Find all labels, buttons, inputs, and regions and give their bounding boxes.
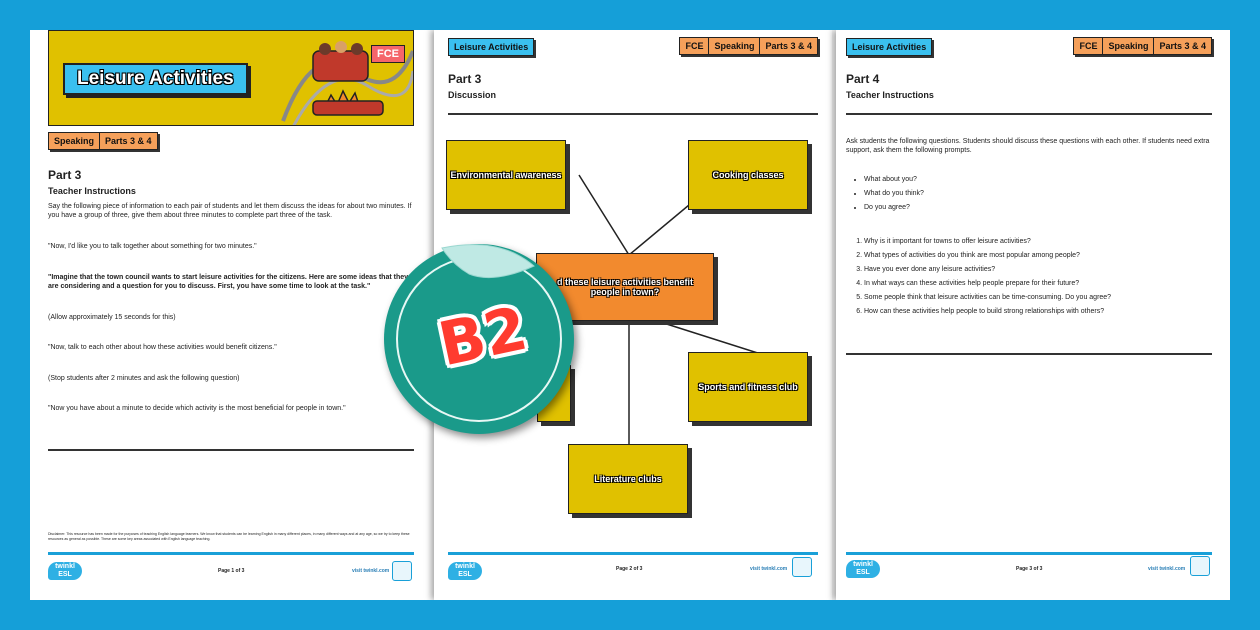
quality-badge-icon xyxy=(1190,556,1210,576)
footer-rule xyxy=(48,552,414,555)
level-badge: B2 xyxy=(384,244,574,434)
box-environmental: Environmental awareness xyxy=(446,140,566,210)
tag-parts: Parts 3 & 4 xyxy=(1153,37,1212,55)
page-1: FCE Leisure Activities Speaking Parts 3 … xyxy=(30,30,430,600)
tag-speaking: Speaking xyxy=(708,37,760,55)
quality-badge-icon xyxy=(792,557,812,577)
list-item: In what ways can these activities help p… xyxy=(864,280,1208,287)
prompt-list: What about you? What do you think? Do yo… xyxy=(864,176,1204,218)
script-line-1: "Now, I'd like you to talk together abou… xyxy=(48,243,257,250)
list-item: What do you think? xyxy=(864,190,1204,197)
peel-corner xyxy=(441,244,535,279)
disclaimer: Disclaimer: This resource has been made … xyxy=(48,532,410,541)
twinkl-logo: twinkl ESL xyxy=(846,560,880,578)
tag-speaking: Speaking xyxy=(48,132,100,150)
fce-badge: FCE xyxy=(371,45,405,63)
tag-title: Leisure Activities xyxy=(448,38,535,56)
divider xyxy=(846,353,1212,355)
tag-fce: FCE xyxy=(1073,37,1103,55)
script-line-5: (Stop students after 2 minutes and ask t… xyxy=(48,375,240,382)
page-number: Page 2 of 3 xyxy=(616,566,643,572)
tag-parts: Parts 3 & 4 xyxy=(99,132,158,150)
subtitle: Teacher Instructions xyxy=(846,90,934,100)
tag-row: FCE Speaking Parts 3 & 4 xyxy=(1073,37,1212,55)
page-number: Page 3 of 3 xyxy=(1016,566,1043,572)
connector-lines xyxy=(578,174,765,445)
footer-rule xyxy=(448,552,818,555)
tag-speaking: Speaking xyxy=(1102,37,1154,55)
subtitle: Discussion xyxy=(448,90,497,100)
visit-link[interactable]: visit twinkl.com xyxy=(1148,566,1186,572)
tag-row: FCE Speaking Parts 3 & 4 xyxy=(679,37,818,55)
twinkl-logo: twinkl ESL xyxy=(48,562,82,580)
page-3: Leisure Activities FCE Speaking Parts 3 … xyxy=(836,30,1230,600)
footer-rule xyxy=(846,552,1212,555)
list-item: What types of activities do you think ar… xyxy=(864,252,1208,259)
tag-parts: Parts 3 & 4 xyxy=(759,37,818,55)
subtitle: Teacher Instructions xyxy=(48,186,136,196)
visit-link[interactable]: visit twinkl.com xyxy=(352,568,390,574)
intro-text: Say the following piece of information t… xyxy=(48,203,412,219)
list-item: Why is it important for towns to offer l… xyxy=(864,238,1208,245)
tag-title: Leisure Activities xyxy=(846,38,933,56)
divider xyxy=(448,113,818,115)
question-list: Why is it important for towns to offer l… xyxy=(864,238,1208,322)
twinkl-logo: twinkl ESL xyxy=(448,562,482,580)
page-number: Page 1 of 3 xyxy=(218,568,245,574)
divider xyxy=(846,113,1212,115)
intro-text: Ask students the following questions. St… xyxy=(846,138,1210,154)
divider xyxy=(48,449,414,451)
worksheet-preview: FCE Leisure Activities Speaking Parts 3 … xyxy=(30,30,1230,600)
tag-row: Speaking Parts 3 & 4 xyxy=(48,132,158,150)
list-item: How can these activities help people to … xyxy=(864,308,1208,315)
banner: FCE Leisure Activities xyxy=(48,30,414,126)
part-heading: Part 3 xyxy=(448,72,482,86)
part-heading: Part 4 xyxy=(846,72,880,86)
box-cooking: Cooking classes xyxy=(688,140,808,210)
rollercoaster-illustration xyxy=(281,41,413,125)
banner-title: Leisure Activities xyxy=(63,63,248,95)
visit-link[interactable]: visit twinkl.com xyxy=(750,566,788,572)
script-line-4: "Now, talk to each other about how these… xyxy=(48,344,277,351)
list-item: Do you agree? xyxy=(864,204,1204,211)
list-item: Some people think that leisure activitie… xyxy=(864,294,1208,301)
script-line-2: "Imagine that the town council wants to … xyxy=(48,274,409,290)
box-literature: Literature clubs xyxy=(568,444,688,514)
list-item: Have you ever done any leisure activitie… xyxy=(864,266,1208,273)
script-line-6: "Now you have about a minute to decide w… xyxy=(48,405,346,412)
part-heading: Part 3 xyxy=(48,168,82,182)
quality-badge-icon xyxy=(392,561,412,581)
tag-fce: FCE xyxy=(679,37,709,55)
box-sports: Sports and fitness club xyxy=(688,352,808,422)
script-line-3: (Allow approximately 15 seconds for this… xyxy=(48,314,176,321)
list-item: What about you? xyxy=(864,176,1204,183)
